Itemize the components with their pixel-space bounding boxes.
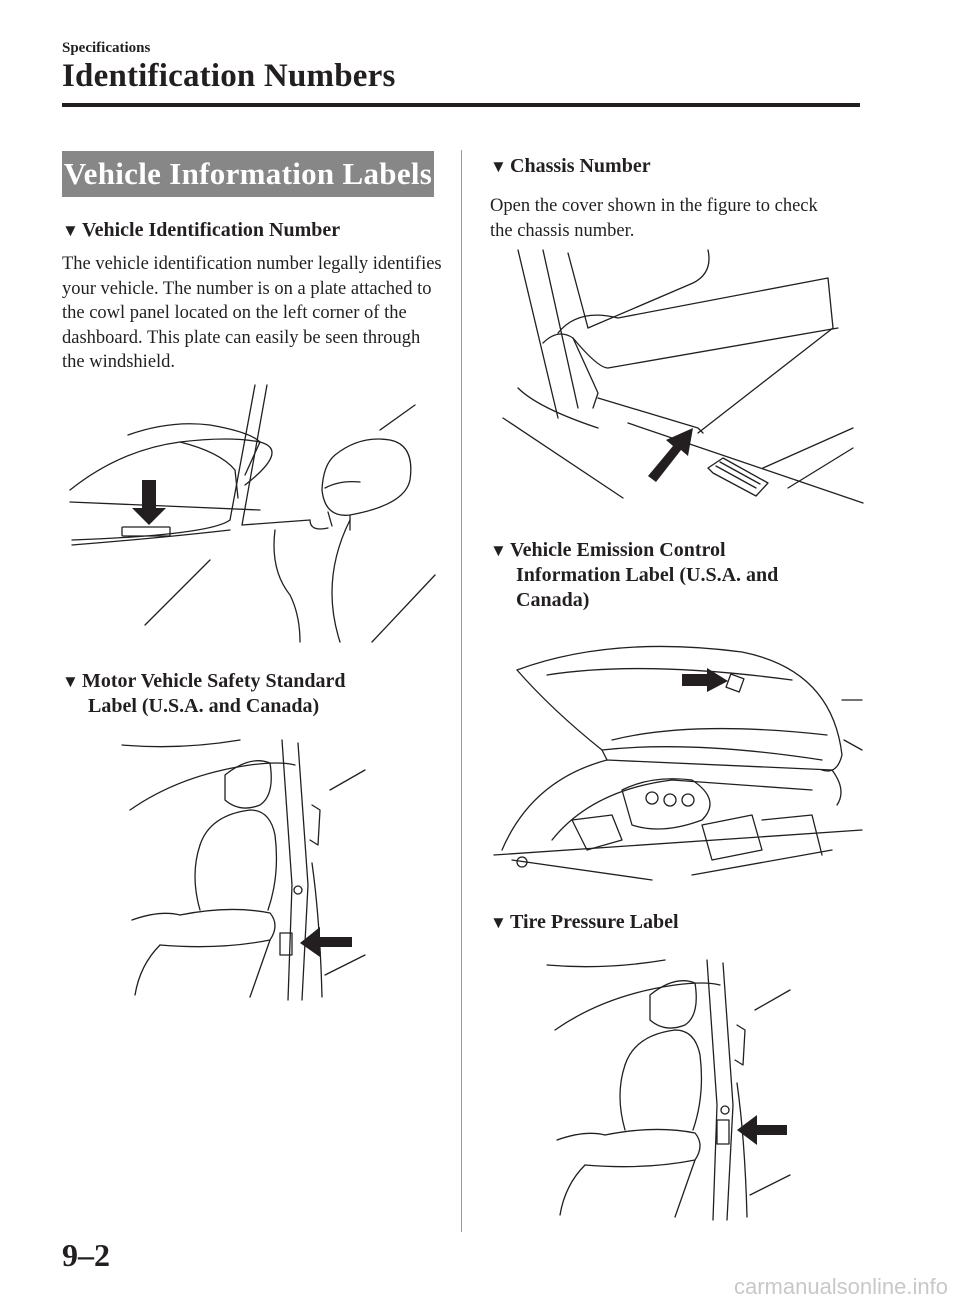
chassis-heading-text: Chassis Number [510,155,651,177]
safety-heading-line1: Motor Vehicle Safety Standard [82,670,346,692]
page-title: Identification Numbers [62,58,396,94]
vin-plate-illustration [69,384,436,643]
emission-heading-line2: Information Label (U.S.A. and [516,564,779,586]
triangle-down-icon: ▼ [490,913,507,932]
emission-label-illustration [493,645,863,881]
chassis-body: Open the cover shown in the figure to ch… [490,196,818,241]
triangle-down-icon: ▼ [490,541,507,560]
triangle-down-icon: ▼ [62,672,79,691]
triangle-down-icon: ▼ [62,221,79,240]
chassis-number-illustration [502,249,864,504]
safety-label-illustration [121,739,366,1001]
tire-pressure-illustration [546,959,791,1221]
safety-label-heading: ▼Motor Vehicle Safety Standard Label (U.… [62,669,346,719]
page-number: 9–2 [62,1237,110,1273]
safety-heading-line2: Label (U.S.A. and Canada) [88,695,320,717]
tire-heading-text: Tire Pressure Label [510,911,679,933]
section-label: Specifications [62,40,151,56]
vin-body: The vehicle identification number legall… [62,254,442,372]
tire-pressure-heading: ▼Tire Pressure Label [490,910,679,935]
chassis-heading: ▼Chassis Number [490,154,651,179]
watermark: carmanualsonline.info [733,1274,948,1299]
title-rule [62,103,860,107]
vin-heading: ▼Vehicle Identification Number [62,218,340,243]
vin-heading-text: Vehicle Identification Number [82,219,341,241]
emission-label-heading: ▼Vehicle Emission Control Information La… [490,538,778,613]
triangle-down-icon: ▼ [490,157,507,176]
section-banner: Vehicle Information Labels [62,151,434,197]
column-divider [461,150,462,1232]
emission-heading-line1: Vehicle Emission Control [510,539,726,561]
emission-heading-line3: Canada) [516,589,590,611]
